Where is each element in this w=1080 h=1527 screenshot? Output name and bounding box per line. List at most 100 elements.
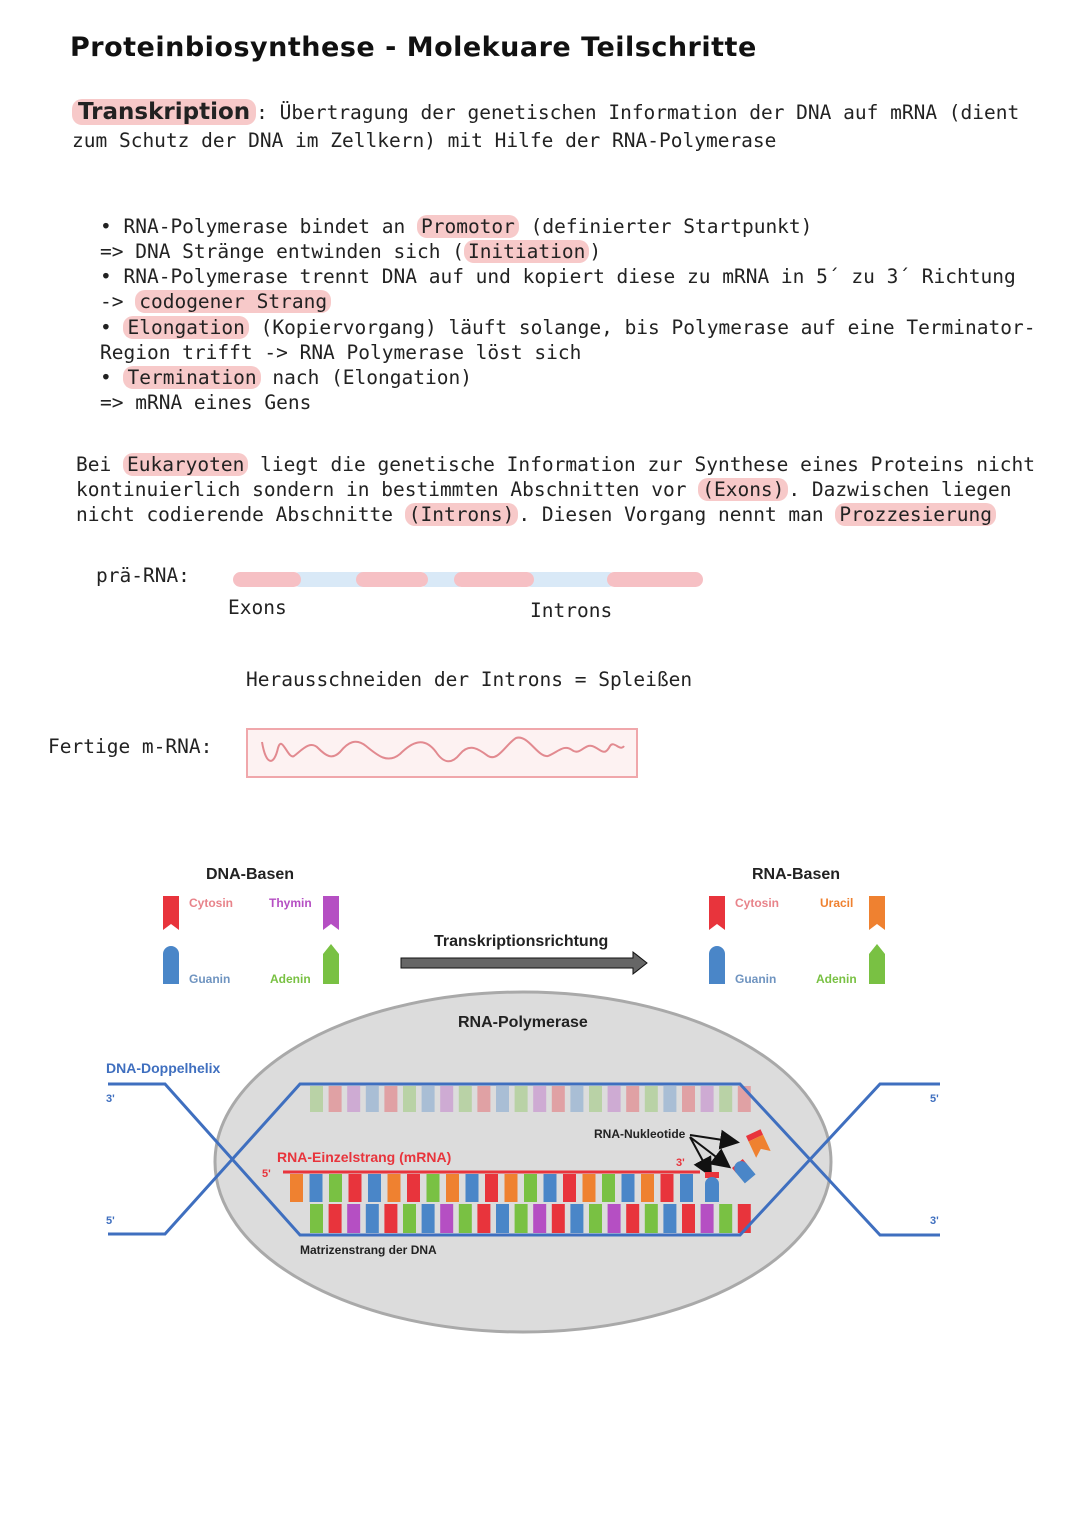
eukaryoten-text-3b: . Diesen Vorgang nennt man	[518, 503, 836, 526]
polymerase-label: RNA-Polymerase	[458, 1014, 588, 1031]
mrna-base	[290, 1174, 303, 1202]
mrna-squiggle	[261, 736, 625, 763]
mrna-base	[309, 1174, 323, 1202]
adenin-rna-icon	[869, 944, 885, 984]
template-base	[347, 1204, 361, 1233]
dna-bases-title: DNA-Basen	[206, 866, 294, 883]
template-base	[458, 1204, 472, 1233]
prime-5-right: 5'	[930, 1093, 939, 1105]
mrna-base	[426, 1174, 440, 1202]
transkription-line-1: Transkription: Übertragung der genetisch…	[72, 99, 1019, 125]
template-base	[663, 1204, 677, 1233]
coding-base	[533, 1086, 547, 1112]
eukaryoten-text-2a: kontinuierlich sondern in bestimmten Abs…	[76, 478, 699, 501]
mrna-base	[563, 1174, 576, 1202]
prime-3-mrna: 3'	[676, 1157, 685, 1169]
nucleotide-arrow-1	[689, 1129, 740, 1150]
step-7-rest: nach (Elongation)	[260, 366, 472, 389]
intron-segment-1	[292, 572, 372, 587]
template-base	[514, 1204, 528, 1233]
transcription-diagram: DNA-Basen Cytosin Thymin Guanin Adenin T…	[106, 866, 940, 1334]
coding-base	[570, 1086, 584, 1112]
final-mrna-box	[246, 728, 638, 778]
step-2-rest: )	[589, 240, 602, 263]
exons-highlight: (Exons)	[698, 478, 789, 501]
template-base	[310, 1204, 323, 1233]
step-1-rest: (definierter Startpunkt)	[518, 215, 813, 238]
exon-segment-4	[607, 572, 703, 587]
mrna-base	[465, 1174, 479, 1202]
direction-label: Transkriptionsrichtung	[434, 933, 608, 950]
eukaryoten-text-1b: liegt die genetische Information zur Syn…	[248, 453, 1035, 476]
nucleotide-arrow-2	[689, 1136, 732, 1169]
introns-label: Introns	[530, 599, 613, 622]
mrna-base	[348, 1174, 362, 1202]
template-base	[403, 1204, 416, 1233]
template-base	[719, 1204, 733, 1233]
coding-base	[514, 1086, 528, 1112]
template-base	[328, 1204, 342, 1233]
transkription-line-2: zum Schutz der DNA im Zellkern) mit Hilf…	[72, 129, 777, 152]
eukaryoten-text-1a: Bei	[76, 453, 123, 476]
mrna-base	[329, 1174, 342, 1202]
eukaryoten-line-3: nicht codierende Abschnitte (Introns). D…	[76, 502, 997, 527]
prime-5-left: 5'	[106, 1215, 115, 1227]
termination-highlight: Termination	[123, 366, 261, 389]
direction-arrow-icon	[400, 950, 648, 976]
elongation-highlight: Elongation	[123, 316, 249, 339]
adenin-dna-icon	[323, 944, 339, 984]
step-1: • RNA-Polymerase bindet an Promotor (def…	[100, 214, 812, 239]
free-nucleotide-uracil	[746, 1129, 771, 1158]
pre-rna-label: prä-RNA:	[96, 564, 190, 587]
coding-base	[663, 1086, 677, 1112]
mrna-strand-label: RNA-Einzelstrang (mRNA)	[277, 1149, 451, 1165]
step-3: • RNA-Polymerase trennt DNA auf und kopi…	[100, 265, 1016, 288]
eukaryoten-line-2: kontinuierlich sondern in bestimmten Abs…	[76, 477, 1011, 502]
coding-base	[644, 1086, 658, 1112]
prime-5-mrna: 5'	[262, 1168, 271, 1180]
intron-segment-3	[524, 572, 616, 587]
template-base	[700, 1204, 714, 1233]
template-base	[607, 1204, 621, 1233]
codogener-strang-highlight: codogener Strang	[135, 290, 332, 313]
helix-label: DNA-Doppelhelix	[106, 1060, 221, 1076]
template-base	[384, 1204, 398, 1233]
guanin-rna-icon	[709, 946, 725, 984]
template-base	[644, 1204, 658, 1233]
template-base	[589, 1204, 602, 1233]
exon-segment-2	[356, 572, 428, 587]
mrna-base	[641, 1174, 654, 1202]
prozzesierung-highlight: Prozzesierung	[835, 503, 997, 526]
step-5-bullet: •	[100, 316, 124, 339]
template-base	[365, 1204, 379, 1233]
eukaryoten-highlight: Eukaryoten	[122, 453, 249, 476]
mrna-base	[582, 1174, 596, 1202]
mrna-base	[504, 1174, 518, 1202]
template-strand-bases	[310, 1204, 751, 1233]
step-4-text: ->	[100, 290, 136, 313]
template-base	[421, 1204, 435, 1233]
coding-base	[403, 1086, 416, 1112]
polymerase-ellipse	[213, 990, 833, 1334]
coding-base	[421, 1086, 435, 1112]
step-5-rest: (Kopiervorgang) läuft solange, bis Polym…	[248, 316, 1036, 339]
cytosin-dna-label: Cytosin	[189, 896, 233, 910]
exon-segment-3	[454, 572, 534, 587]
uracil-icon	[869, 896, 885, 930]
coding-base	[719, 1086, 733, 1112]
coding-base	[607, 1086, 621, 1112]
step-2-text: => DNA Stränge entwinden sich (	[100, 240, 464, 263]
step-1-text: • RNA-Polymerase bindet an	[100, 215, 417, 238]
page-title: Proteinbiosynthese - Molekuare Teilschri…	[70, 32, 757, 63]
prime-3-right: 3'	[930, 1215, 939, 1227]
eukaryoten-text-3a: nicht codierende Abschnitte	[76, 503, 405, 526]
mrna-base	[407, 1174, 420, 1202]
step-7: • Termination nach (Elongation)	[100, 365, 472, 390]
coding-base	[458, 1086, 472, 1112]
coding-base	[700, 1086, 714, 1112]
step-6: Region trifft -> RNA Polymerase löst sic…	[100, 341, 582, 364]
coding-base	[589, 1086, 602, 1112]
step-8: => mRNA eines Gens	[100, 391, 312, 414]
mrna-base	[543, 1174, 557, 1202]
uracil-label: Uracil	[820, 896, 853, 910]
